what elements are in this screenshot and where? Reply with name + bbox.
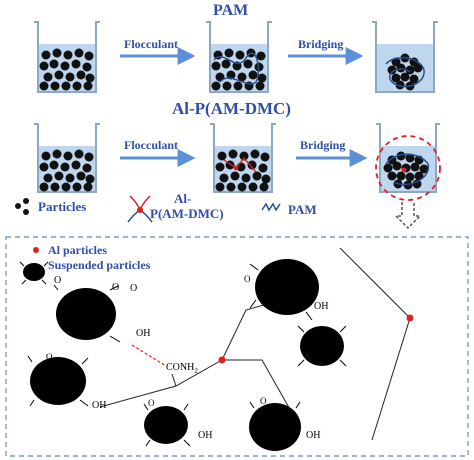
- suspended-particle-6: [297, 325, 347, 367]
- flocculant-label-top: Flocculant: [124, 37, 178, 51]
- suspended-particle-1: [53, 284, 121, 343]
- amide-group-subscript: 2: [194, 367, 198, 375]
- suspended-particle-legend-icon: [19, 261, 49, 285]
- hydroxyl-label-3: OH: [198, 430, 213, 441]
- zoom-highlight-circle: [375, 135, 441, 201]
- hydroxyl-label-4: OH: [306, 430, 321, 441]
- oxygen-label-7: O: [260, 396, 267, 406]
- detail-panel-frame: [5, 236, 469, 457]
- beaker-flocculant-middle: [210, 123, 276, 193]
- pam-title: PAM: [213, 2, 249, 19]
- al-pamdmc-legend-icon: [127, 195, 153, 223]
- hydroxyl-label-1: OH: [136, 328, 151, 339]
- bridging-label-top: Bridging: [298, 37, 344, 51]
- beaker-flocculant-top: [206, 21, 272, 93]
- pam-legend-squiggle: [261, 202, 281, 212]
- amide-group-label: CONH2: [166, 362, 198, 375]
- al-particle-legend-dot: [33, 247, 39, 253]
- suspended-particle-2: [27, 355, 89, 407]
- hydroxyl-label-5: OH: [314, 301, 329, 312]
- particles-legend-dots: [15, 198, 29, 215]
- suspended-particle-5: [249, 259, 319, 321]
- oxygen-label-6: O: [148, 398, 155, 408]
- oxygen-label-1: O: [54, 275, 62, 286]
- beaker-initial-top: [34, 21, 100, 93]
- al-particles-label: Al particles: [48, 243, 107, 257]
- beaker-bridging-middle: [376, 123, 440, 193]
- al-center-dot-1: [218, 356, 226, 364]
- al-pamdmc-title: Al-P(AM-DMC): [172, 99, 291, 118]
- suspended-particles-label: Suspended particles: [48, 258, 151, 272]
- oxygen-label-3: O: [130, 283, 138, 294]
- al-center-dot-2: [406, 314, 414, 322]
- oxygen-label-2: O: [112, 282, 120, 293]
- amide-group-text: CONH: [166, 362, 195, 373]
- bridging-label-middle: Bridging: [300, 138, 346, 152]
- al-pamdmc-legend-label-line1: Al-: [174, 191, 192, 206]
- suspended-particle-3: [143, 403, 191, 447]
- hydrogen-bond: [131, 344, 167, 367]
- beaker-bridging-top: [372, 21, 438, 93]
- oxygen-label-5: O: [46, 352, 53, 362]
- pam-legend-label: PAM: [288, 202, 317, 217]
- beaker-initial-middle: [34, 123, 100, 193]
- al-pamdmc-legend-label-line2: P(AM-DMC): [150, 206, 224, 221]
- zoom-down-arrow: [394, 202, 422, 230]
- polymer-chain: [99, 247, 411, 441]
- particles-label: Particles: [38, 199, 87, 214]
- suspended-particle-4: [249, 401, 301, 451]
- flocculant-label-middle: Flocculant: [124, 138, 178, 152]
- hydroxyl-label-2: OH: [92, 400, 107, 411]
- oxygen-label-4: O: [244, 274, 251, 284]
